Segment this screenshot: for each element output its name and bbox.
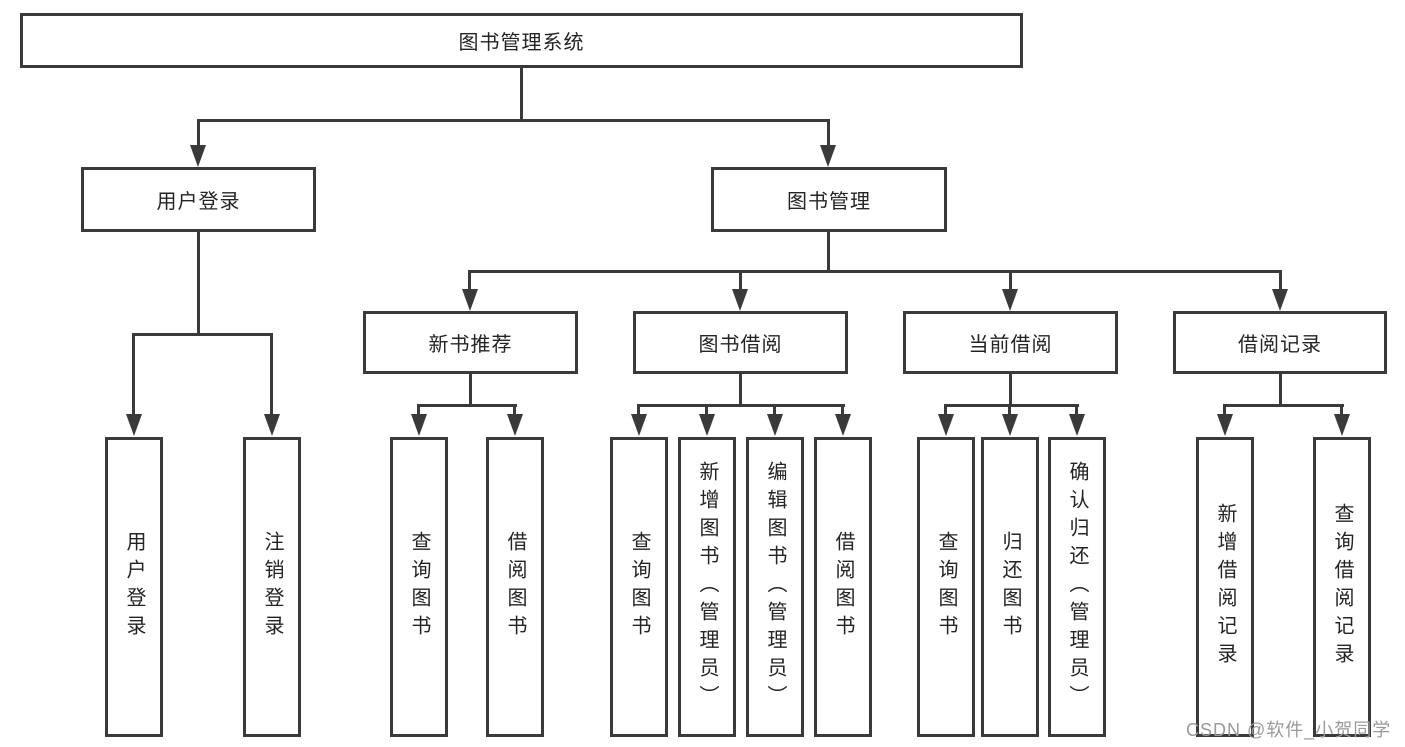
arrow-down-icon — [264, 414, 280, 436]
arrow-down-icon — [1217, 414, 1233, 436]
connector-line — [773, 404, 776, 416]
connector-line — [637, 404, 640, 416]
node-leaf-query-books-current: 查询图书 — [917, 437, 975, 737]
node-leaf-add-borrow-record: 新增借阅记录 — [1196, 437, 1254, 737]
node-label: 查询图书 — [408, 531, 430, 643]
arrow-down-icon — [938, 414, 954, 436]
node-label: 查询图书 — [628, 531, 650, 643]
arrow-down-icon — [507, 414, 523, 436]
connector-line — [520, 68, 523, 120]
node-leaf-confirm-return-admin: 确认归还（管理员） — [1048, 437, 1106, 737]
arrow-down-icon — [1069, 414, 1085, 436]
node-leaf-query-borrow-record: 查询借阅记录 — [1313, 437, 1371, 737]
connector-line — [637, 404, 845, 407]
node-book-borrowing: 图书借阅 — [633, 311, 848, 374]
node-leaf-add-book-admin: 新增图书（管理员） — [678, 437, 736, 737]
node-leaf-borrow-books-borrowing: 借阅图书 — [814, 437, 872, 737]
connector-line — [270, 333, 273, 415]
connector-line — [132, 333, 273, 336]
arrow-down-icon — [1002, 289, 1018, 311]
node-new-book-recommend: 新书推荐 — [363, 311, 578, 374]
node-label: 图书借阅 — [698, 334, 783, 356]
connector-line — [739, 270, 742, 293]
node-leaf-edit-book-admin: 编辑图书（管理员） — [746, 437, 804, 737]
node-label: 借阅记录 — [1238, 334, 1322, 356]
node-label: 归还图书 — [999, 531, 1021, 643]
node-label: 借阅图书 — [832, 531, 854, 643]
arrow-down-icon — [820, 145, 836, 167]
node-label: 借阅图书 — [504, 531, 526, 643]
connector-line — [1008, 404, 1011, 416]
node-label: 查询借阅记录 — [1331, 503, 1353, 671]
connector-line — [827, 232, 830, 272]
connector-line — [739, 374, 742, 406]
node-label: 确认归还（管理员） — [1066, 461, 1088, 713]
arrow-down-icon — [126, 414, 142, 436]
arrow-down-icon — [699, 414, 715, 436]
arrow-down-icon — [1272, 289, 1288, 311]
connector-line — [417, 404, 420, 416]
connector-line — [469, 374, 472, 406]
arrow-down-icon — [767, 414, 783, 436]
node-leaf-logout: 注销登录 — [243, 437, 301, 737]
connector-line — [1279, 270, 1282, 293]
node-label: 当前借阅 — [968, 334, 1053, 356]
node-book-management: 图书管理 — [711, 167, 947, 232]
arrow-down-icon — [462, 289, 478, 311]
arrow-down-icon — [411, 414, 427, 436]
node-label: 注销登录 — [261, 531, 283, 643]
connector-line — [944, 404, 947, 416]
arrow-down-icon — [1334, 414, 1350, 436]
connector-line — [841, 404, 844, 416]
node-leaf-query-books-recommend: 查询图书 — [390, 437, 448, 737]
connector-line — [417, 404, 517, 407]
arrow-down-icon — [190, 145, 206, 167]
csdn-watermark: CSDN @软件_小贺同学 — [1186, 720, 1392, 740]
connector-line — [1279, 374, 1282, 406]
node-leaf-user-login: 用户登录 — [105, 437, 163, 737]
connector-line — [468, 270, 1282, 273]
connector-line — [705, 404, 708, 416]
node-leaf-query-books-borrowing: 查询图书 — [610, 437, 668, 737]
node-label: 新增图书（管理员） — [696, 461, 718, 713]
node-leaf-return-book: 归还图书 — [981, 437, 1039, 737]
arrow-down-icon — [631, 414, 647, 436]
node-label: 新书推荐 — [428, 334, 513, 356]
node-label: 用户登录 — [156, 191, 241, 213]
connector-line — [1223, 404, 1344, 407]
node-label: 查询图书 — [935, 531, 957, 643]
node-label: 图书管理系统 — [458, 32, 585, 54]
node-label: 用户登录 — [123, 531, 145, 643]
connector-line — [468, 270, 471, 293]
connector-line — [944, 404, 1079, 407]
connector-line — [197, 119, 829, 122]
node-label: 编辑图书（管理员） — [764, 461, 786, 713]
node-borrow-records: 借阅记录 — [1173, 311, 1387, 374]
arrow-down-icon — [1002, 414, 1018, 436]
connector-line — [1075, 404, 1078, 416]
connector-line — [1340, 404, 1343, 416]
node-user-login: 用户登录 — [81, 167, 316, 232]
arrow-down-icon — [835, 414, 851, 436]
connector-line — [132, 333, 135, 415]
arrow-down-icon — [732, 289, 748, 311]
node-label: 新增借阅记录 — [1214, 503, 1236, 671]
connector-line — [827, 119, 830, 147]
connector-line — [197, 119, 200, 147]
node-library-system: 图书管理系统 — [20, 13, 1023, 68]
connector-line — [1223, 404, 1226, 416]
connector-line — [1009, 270, 1012, 293]
node-current-borrowing: 当前借阅 — [903, 311, 1118, 374]
connector-line — [513, 404, 516, 416]
node-leaf-borrow-books-recommend: 借阅图书 — [486, 437, 544, 737]
connector-line — [1009, 374, 1012, 406]
connector-line — [197, 232, 200, 335]
node-label: 图书管理 — [787, 191, 871, 213]
